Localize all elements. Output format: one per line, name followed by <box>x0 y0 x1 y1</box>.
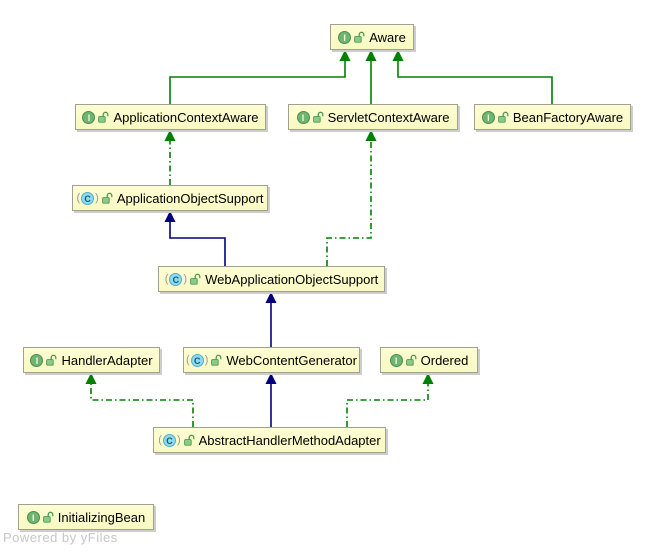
interface-icon: I <box>82 110 109 124</box>
interface-circle-icon: I <box>82 110 96 124</box>
open-padlock-icon <box>497 111 509 123</box>
node-initializing-bean[interactable]: I InitializingBean <box>18 504 154 530</box>
node-aware[interactable]: I Aware <box>330 24 414 50</box>
node-web-application-object-support[interactable]: ( C ) WebApplicationObjectSupport <box>158 266 385 292</box>
interface-icon: I <box>338 30 365 44</box>
abstract-paren-close: ) <box>176 433 181 446</box>
node-application-object-support[interactable]: ( C ) ApplicationObjectSupport <box>72 185 268 211</box>
open-padlock-icon <box>211 354 222 366</box>
node-ordered[interactable]: I Ordered <box>380 347 478 373</box>
abstract-paren-close: ) <box>204 353 209 366</box>
interface-circle-icon: I <box>26 510 40 524</box>
abstract-class-icon: ( C ) <box>186 353 222 367</box>
node-label: BeanFactoryAware <box>512 109 624 125</box>
interface-circle-icon: I <box>389 353 403 367</box>
node-label: AbstractHandlerMethodAdapter <box>198 432 381 448</box>
abstract-paren-open: ( <box>164 272 169 285</box>
open-padlock-icon <box>98 111 109 123</box>
interface-icon: I <box>26 510 54 524</box>
node-label: HandlerAdapter <box>61 352 153 368</box>
node-label: WebApplicationObjectSupport <box>205 271 379 287</box>
interface-icon: I <box>481 110 509 124</box>
yfiles-watermark: Powered by yFiles <box>3 530 118 545</box>
interface-circle-icon: I <box>30 353 44 367</box>
node-label: Aware <box>369 29 406 45</box>
open-padlock-icon <box>312 111 324 123</box>
node-label: ApplicationObjectSupport <box>116 190 264 206</box>
abstract-paren-open: ( <box>186 353 190 366</box>
open-padlock-icon <box>190 273 201 285</box>
abstract-paren-open: ( <box>76 191 81 204</box>
abstract-class-icon: ( C ) <box>158 433 195 447</box>
node-web-content-generator[interactable]: ( C ) WebContentGenerator <box>183 347 360 373</box>
node-abstract-handler-method-adapter[interactable]: ( C ) AbstractHandlerMethodAdapter <box>153 427 386 453</box>
abstract-class-icon: ( C ) <box>76 191 113 205</box>
class-circle-icon: C <box>169 272 183 286</box>
node-label: ServletContextAware <box>327 109 450 125</box>
open-padlock-icon <box>354 31 365 43</box>
node-label: InitializingBean <box>57 509 146 525</box>
node-handler-adapter[interactable]: I HandlerAdapter <box>23 347 160 373</box>
open-padlock-icon <box>42 511 54 523</box>
open-padlock-icon <box>46 354 57 366</box>
class-circle-icon: C <box>162 433 176 447</box>
interface-circle-icon: I <box>338 30 352 44</box>
node-bean-factory-aware[interactable]: I BeanFactoryAware <box>474 104 631 130</box>
interface-icon: I <box>30 353 57 367</box>
node-application-context-aware[interactable]: I ApplicationContextAware <box>75 104 266 130</box>
abstract-paren-open: ( <box>158 433 162 446</box>
interface-icon: I <box>296 110 324 124</box>
interface-circle-icon: I <box>481 110 495 124</box>
node-servlet-context-aware[interactable]: I ServletContextAware <box>288 104 458 130</box>
abstract-paren-close: ) <box>183 272 188 285</box>
open-padlock-icon <box>101 192 113 204</box>
class-circle-icon: C <box>190 353 204 367</box>
open-padlock-icon <box>183 434 195 446</box>
interface-icon: I <box>389 353 417 367</box>
abstract-paren-close: ) <box>95 191 99 204</box>
abstract-class-icon: ( C ) <box>164 272 201 286</box>
open-padlock-icon <box>405 354 417 366</box>
node-label: ApplicationContextAware <box>113 109 259 125</box>
node-label: Ordered <box>420 352 469 368</box>
node-label: WebContentGenerator <box>226 352 357 368</box>
class-circle-icon: C <box>81 191 95 205</box>
interface-circle-icon: I <box>296 110 310 124</box>
